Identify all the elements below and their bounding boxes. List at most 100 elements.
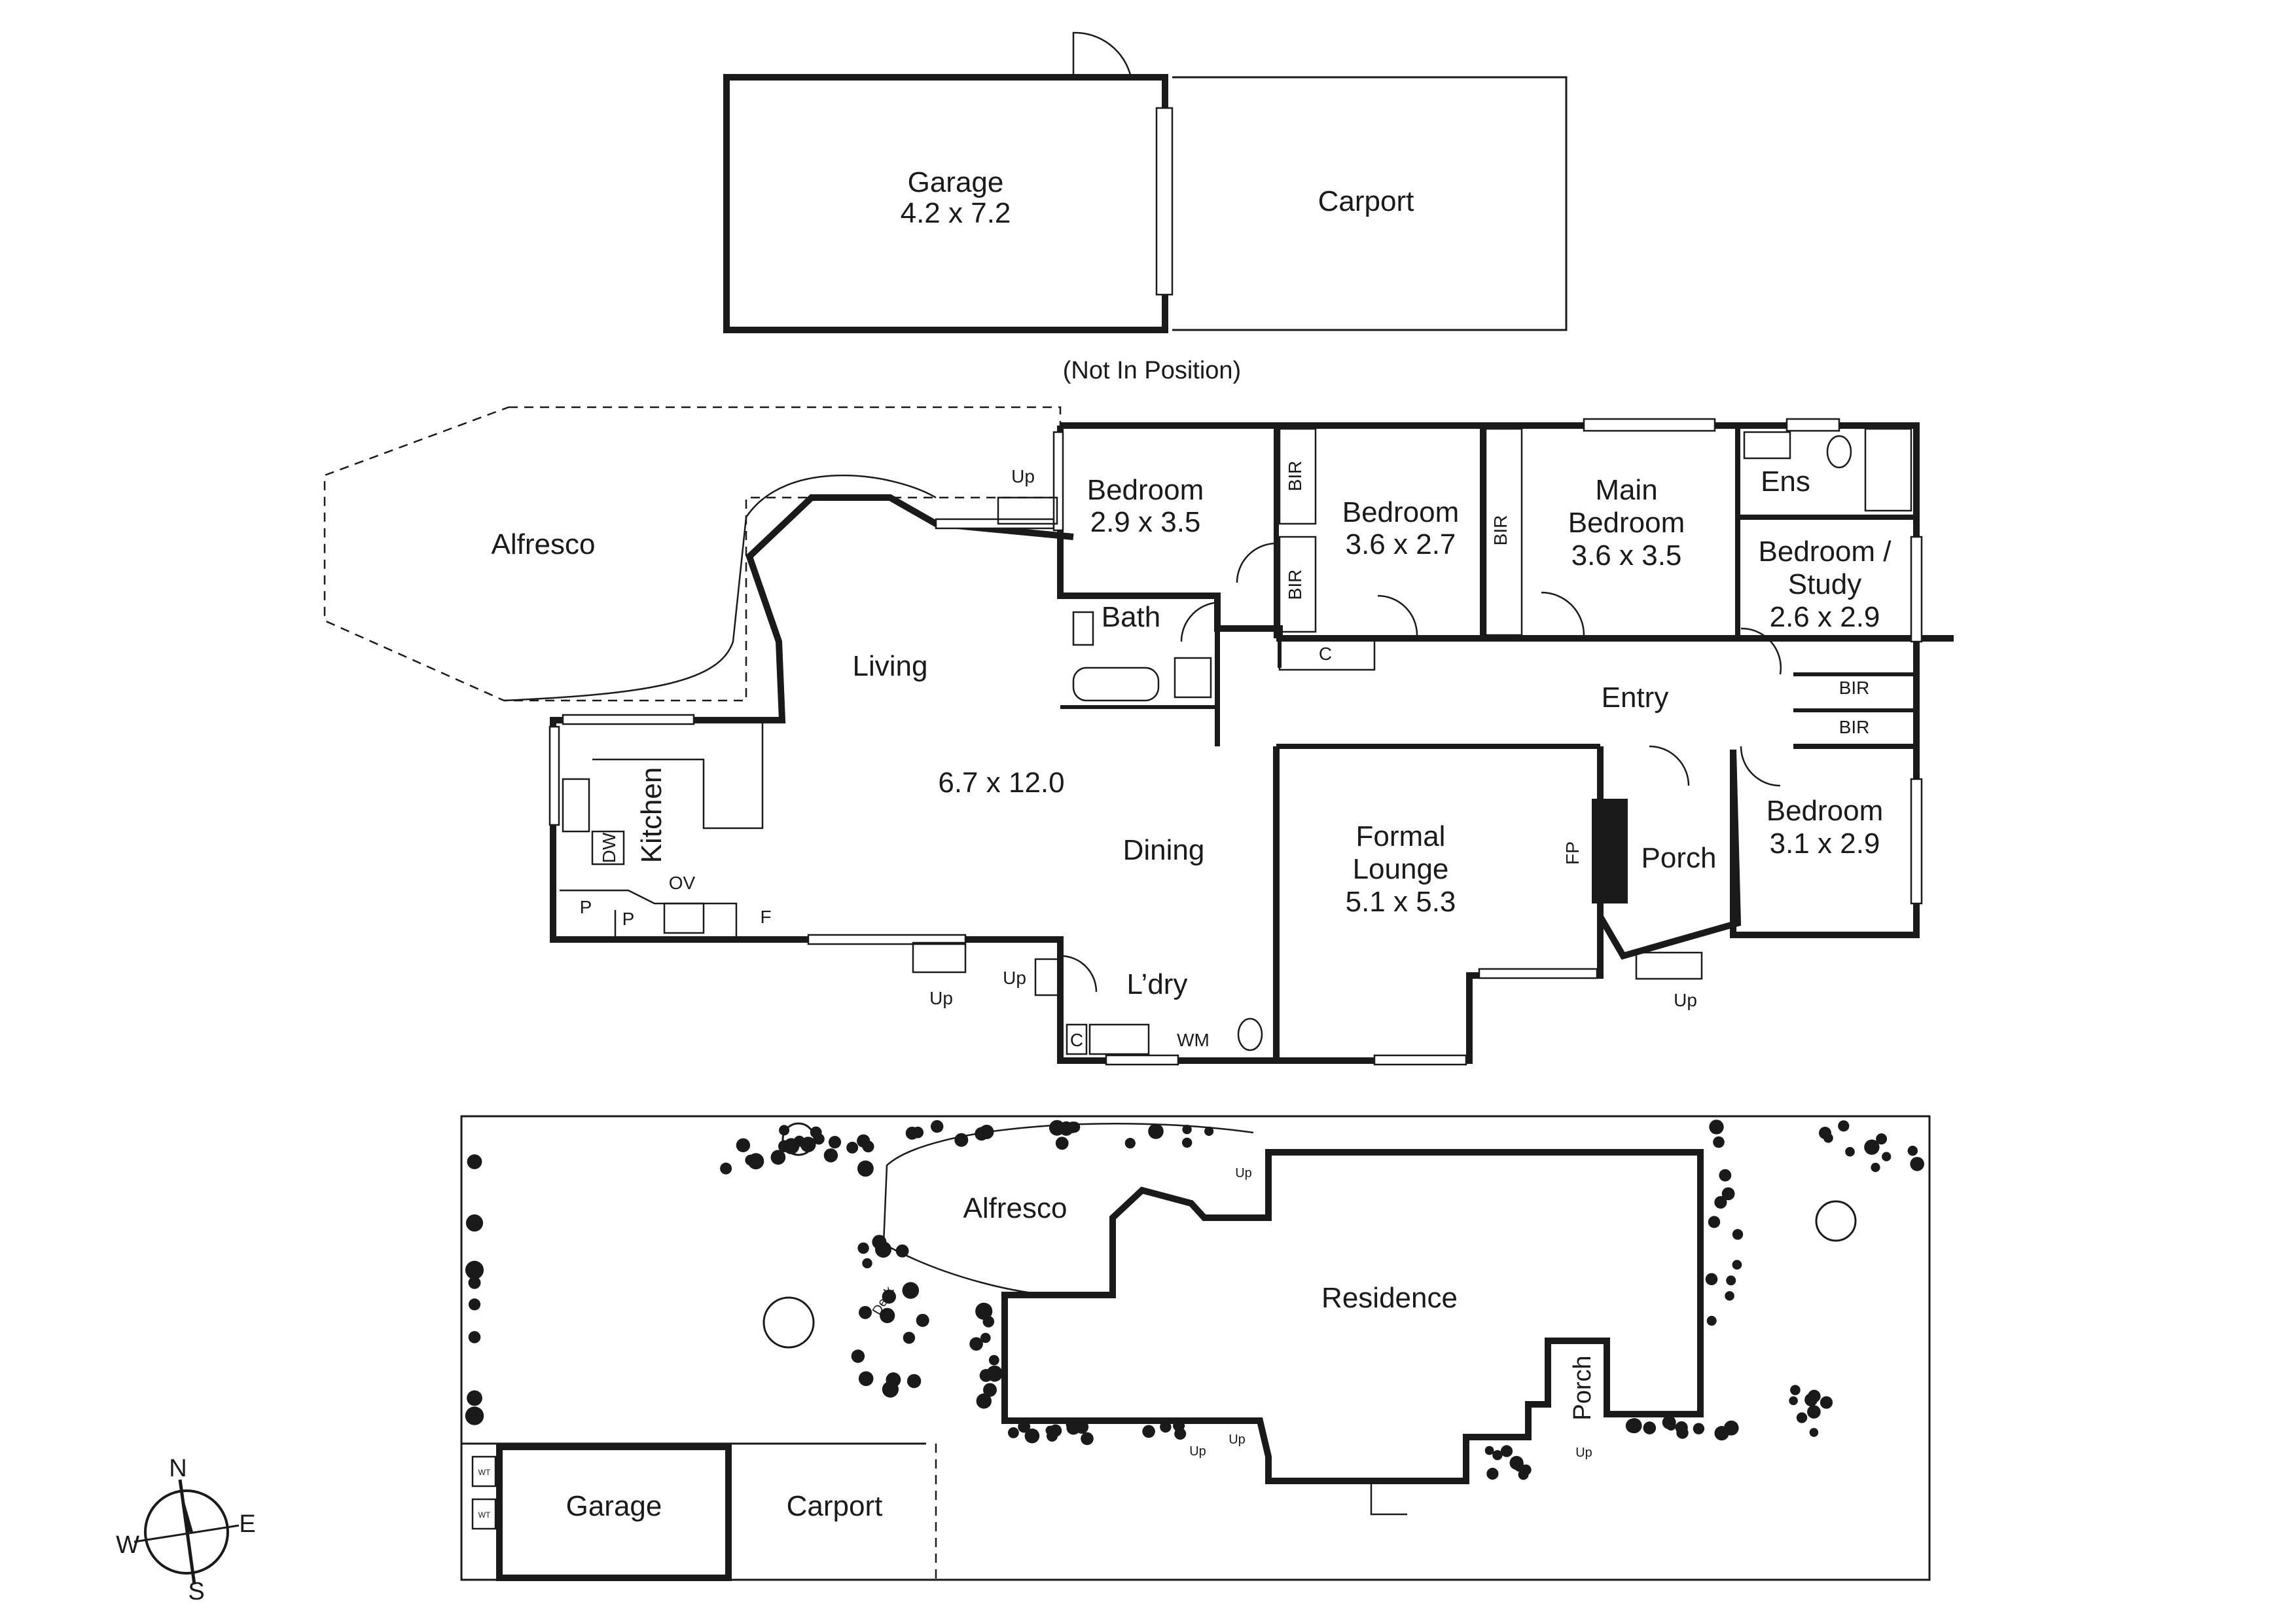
steps-laundry [1034, 958, 1060, 996]
window-ensuite [1785, 418, 1840, 432]
shrub [770, 1150, 786, 1165]
garage-carport-block: Garage 4.2 x 7.2 Carport (Not In Positio… [723, 31, 1568, 384]
water-tank-label-1: WT [478, 1468, 491, 1477]
compass-s: S [188, 1578, 204, 1605]
shrub [720, 1162, 732, 1175]
site-residence-label: Residence [1321, 1282, 1458, 1314]
shrub [1910, 1157, 1924, 1171]
shrub [1055, 1137, 1069, 1150]
shrub [882, 1289, 897, 1304]
site-plan: Alfresco Residence Porch Garage Carport … [460, 1115, 1931, 1581]
shrub [859, 1305, 872, 1319]
shrub [1173, 1419, 1185, 1432]
carport-label: Carport [1318, 185, 1414, 217]
laundry-label: L’dry [1127, 968, 1188, 1000]
main-bedroom-label-2: Bedroom [1568, 507, 1685, 539]
window-lounge-south [1373, 1054, 1467, 1066]
study-size: 2.6 x 2.9 [1770, 601, 1880, 633]
shrub [982, 1315, 995, 1328]
shrub [1871, 1163, 1880, 1173]
bedroom-3-label: Bedroom [1767, 795, 1884, 827]
laundry-toilet [1237, 1017, 1263, 1051]
window-lounge-east [1478, 968, 1598, 979]
window-kitchen [548, 725, 560, 826]
ensuite-toilet [1826, 435, 1852, 469]
alfresco-outline [323, 406, 1062, 702]
shrub [1845, 1146, 1855, 1157]
site-rear-door [1370, 1481, 1407, 1516]
shrub [1820, 1396, 1833, 1409]
dishwasher-label: DW [599, 832, 619, 863]
shrub [846, 1141, 859, 1154]
formal-lounge-size: 5.1 x 5.3 [1346, 886, 1456, 918]
shrub [903, 1332, 916, 1344]
shrub [1204, 1126, 1214, 1136]
shrub [1726, 1275, 1736, 1286]
shrub [1709, 1120, 1724, 1135]
shrub [1486, 1467, 1499, 1480]
compass-north-pointer [180, 1486, 193, 1532]
shrub [1160, 1421, 1172, 1433]
shrub [1514, 1461, 1524, 1472]
laundry-cupboard [1066, 1023, 1088, 1055]
shrub [980, 1332, 991, 1343]
oven-label: OV [669, 873, 696, 893]
up-label-laundry: Up [1003, 968, 1026, 988]
shrub [872, 1235, 887, 1250]
door-bed1 [1236, 542, 1277, 583]
shrub [1838, 1120, 1850, 1132]
up-label-porch: Up [1674, 990, 1697, 1010]
shrub [857, 1242, 869, 1254]
steps-alfresco [997, 496, 1058, 525]
shrub [465, 1406, 484, 1425]
bedroom-1-size: 2.9 x 3.5 [1090, 506, 1201, 538]
study-label-2: Study [1788, 568, 1862, 600]
garage-size: 4.2 x 7.2 [901, 197, 1011, 229]
shrub [858, 1371, 874, 1387]
shrub [1124, 1138, 1136, 1149]
shrub [1721, 1187, 1735, 1201]
water-tank-2 [471, 1498, 497, 1530]
window-study [1910, 536, 1923, 643]
living-label: Living [853, 650, 928, 682]
door-laundry [1060, 955, 1098, 993]
shrub [1882, 1152, 1892, 1161]
bath-vanity [1072, 611, 1094, 646]
garage-side-door [1072, 31, 1132, 78]
site-up-label-2: Up [1189, 1444, 1206, 1459]
bedroom-2-size: 3.6 x 2.7 [1346, 528, 1456, 560]
ensuite-vanity [1743, 431, 1791, 460]
shrub [465, 1260, 484, 1279]
bir-label-bed2: BIR [1285, 570, 1305, 600]
main-floor-plan: Alfresco Up Up Up Up Bedroom 2.9 x 3.5 B… [323, 406, 1954, 1066]
steps-dining [912, 941, 967, 974]
site-alfresco-label: Alfresco [963, 1192, 1067, 1224]
door-bed3 [1740, 746, 1781, 787]
compass-w: W [116, 1531, 139, 1559]
shrub [1142, 1425, 1155, 1438]
shrub [1796, 1412, 1808, 1423]
shrub [736, 1138, 751, 1153]
door-bath [1180, 601, 1221, 642]
garage-label: Garage [908, 166, 1004, 198]
bir-label-bed1: BIR [1285, 461, 1305, 492]
site-garage [496, 1444, 732, 1581]
fireplace-label: FP [1562, 841, 1583, 865]
shrub [976, 1393, 992, 1409]
shrub [979, 1369, 993, 1382]
up-label-dining: Up [929, 988, 953, 1008]
shrub [465, 1214, 484, 1232]
bedroom-3-size: 3.1 x 2.9 [1770, 828, 1880, 860]
shrub [1484, 1446, 1494, 1455]
study-label-1: Bedroom / [1759, 536, 1892, 568]
shrub [1045, 1425, 1055, 1435]
shrub [467, 1390, 482, 1406]
shrub [979, 1124, 994, 1139]
shrub [1719, 1169, 1732, 1182]
shrub [823, 1148, 838, 1163]
shrub [988, 1355, 999, 1366]
shrub [1024, 1428, 1040, 1444]
shrub [1676, 1427, 1689, 1439]
shrub [1876, 1133, 1888, 1145]
pantry-label-1: P [580, 897, 592, 917]
